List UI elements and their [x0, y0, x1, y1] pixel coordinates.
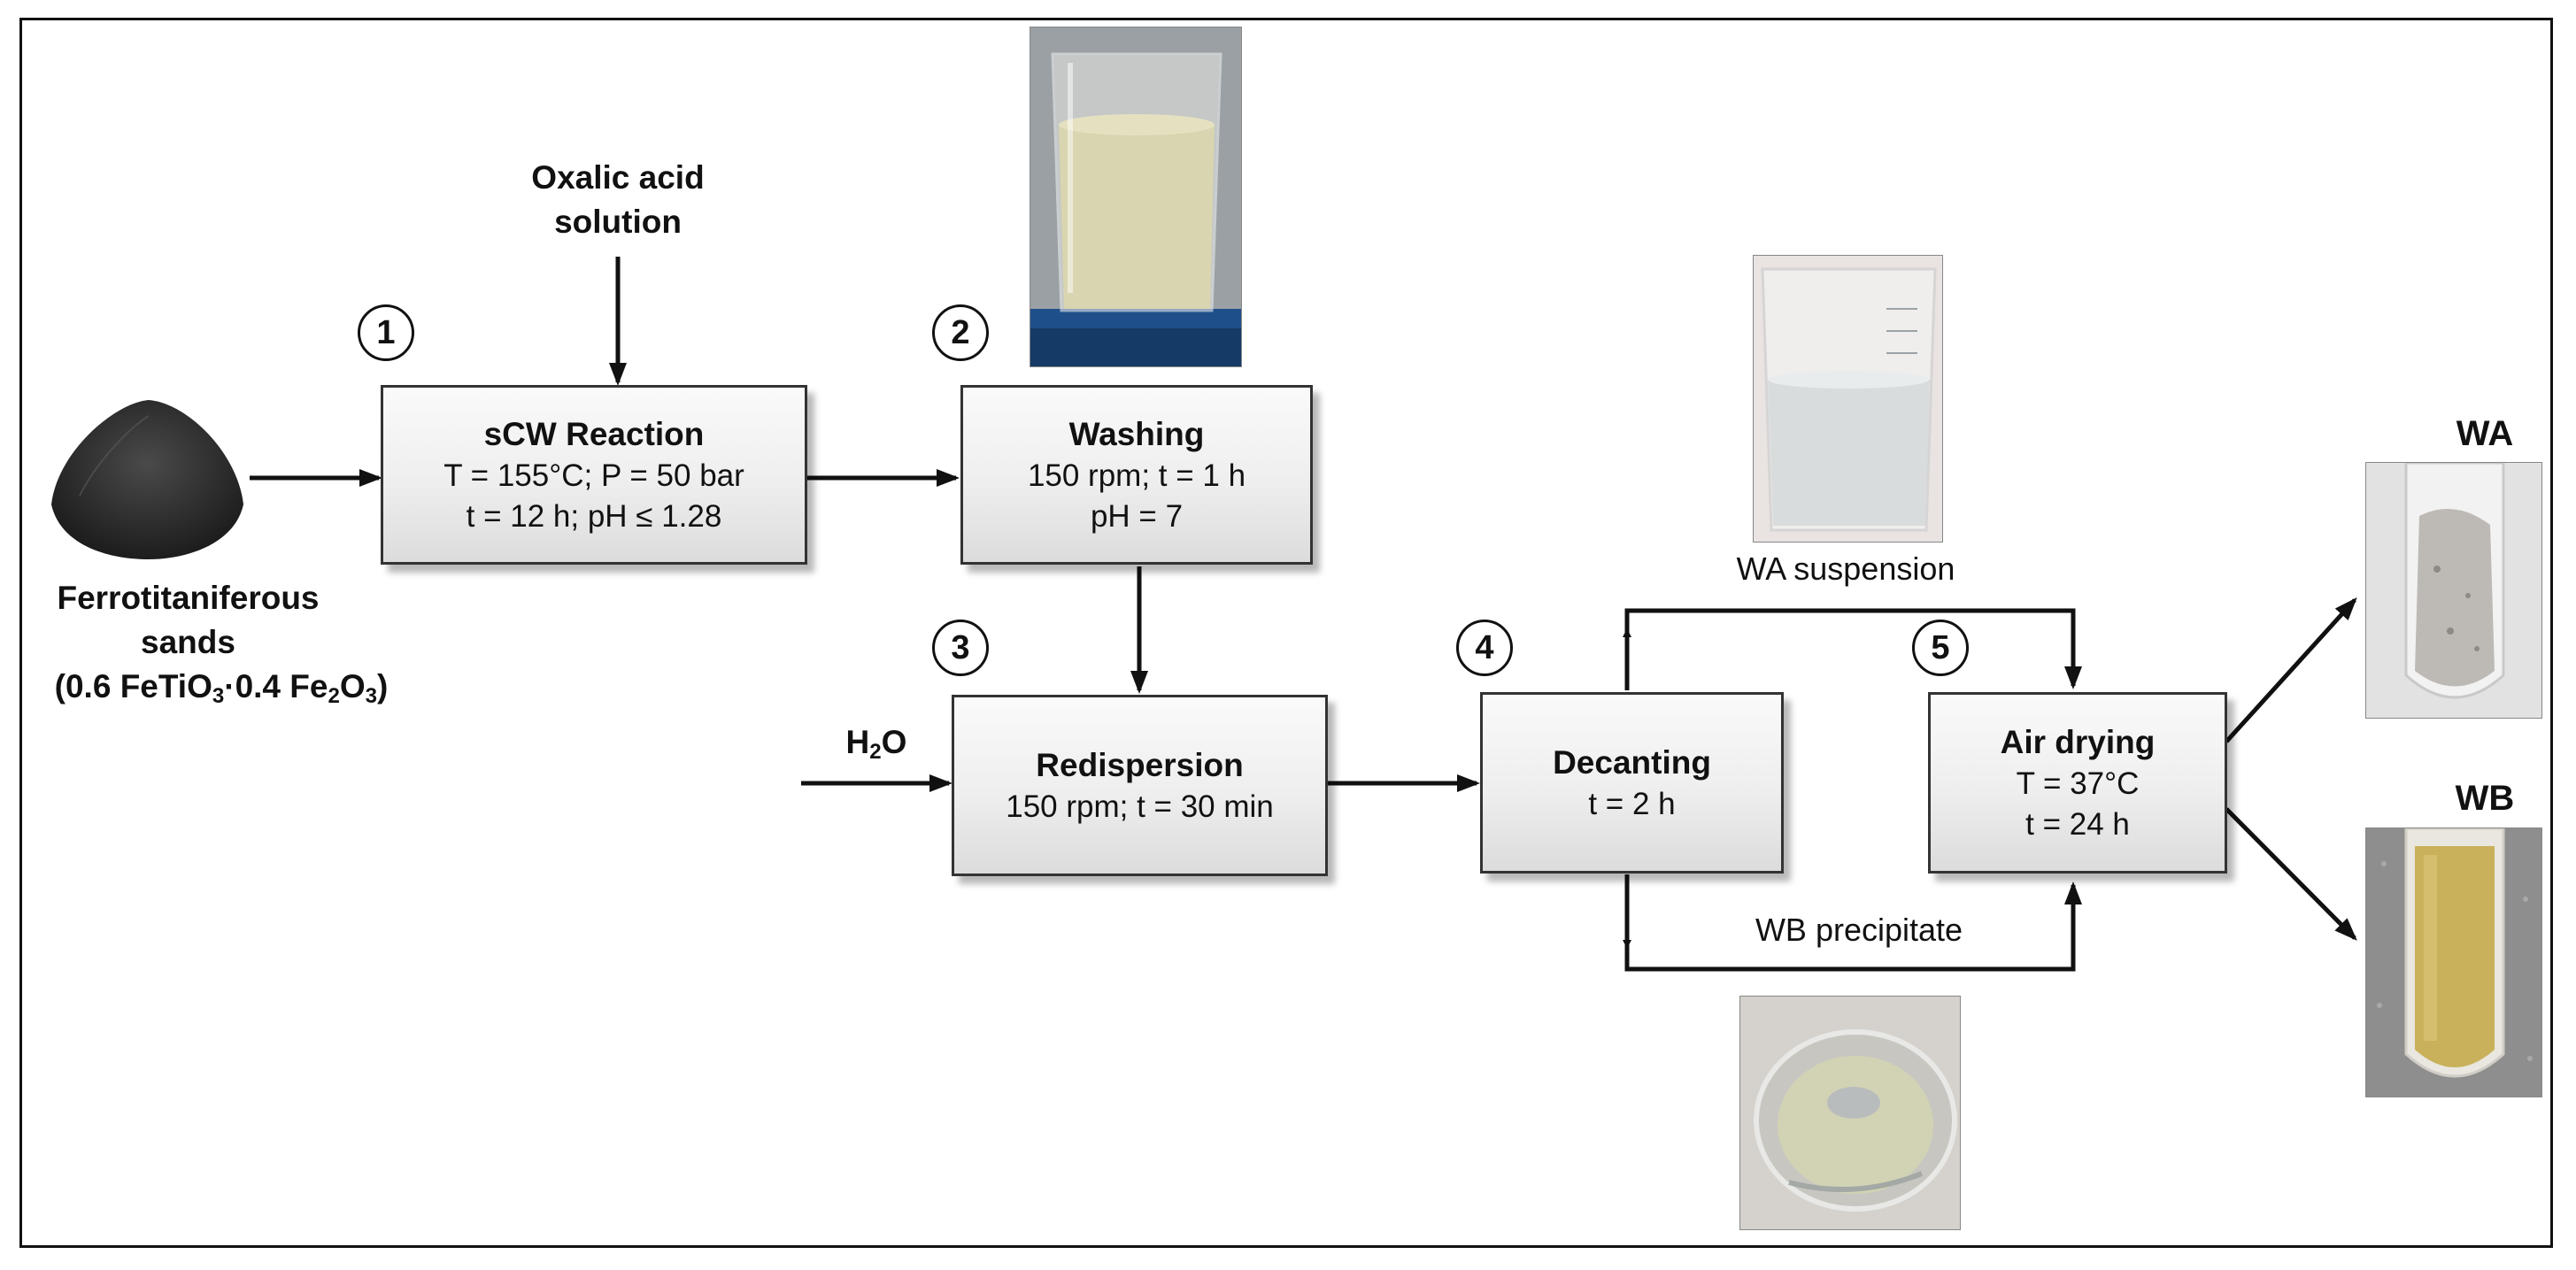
decanting-title: Decanting: [1553, 743, 1711, 781]
oxalic-acid-label-line1: Oxalic acid: [531, 159, 705, 196]
sands-pile-image: [51, 400, 243, 559]
step-number-2: 2: [932, 304, 989, 361]
oxalic-acid-label-line2: solution: [554, 204, 682, 240]
product-wa-tube-photo: [2365, 462, 2542, 719]
box-washing: Washing 150 rpm; t = 1 h pH = 7: [960, 385, 1313, 565]
diagram-frame: [19, 18, 2553, 1248]
air-drying-line1: T = 37°C: [2016, 766, 2140, 802]
step-number-3: 3: [932, 620, 989, 676]
box-decanting: Decanting t = 2 h: [1480, 692, 1784, 874]
box-air-drying: Air drying T = 37°C t = 24 h: [1928, 692, 2227, 874]
air-drying-line2: t = 24 h: [2025, 806, 2130, 842]
washing-title: Washing: [1068, 415, 1205, 452]
wb-precipitate-label: WB precipitate: [1755, 912, 1963, 948]
redispersion-line1: 150 rpm; t = 30 min: [1006, 789, 1274, 824]
wa-suspension-beaker-photo: [1753, 255, 1943, 543]
arrow-wa-suspension: [1624, 608, 2082, 690]
wa-suspension-label: WA suspension: [1736, 550, 1955, 587]
box-scw-reaction: sCW Reaction T = 155°C; P = 50 bar t = 1…: [381, 385, 807, 565]
sands-label-line2: sands: [141, 624, 235, 660]
wb-precipitate-photo: [1739, 996, 1961, 1230]
sands-label-line1: Ferrotitaniferous: [57, 580, 320, 616]
product-wb-label: WB: [2455, 779, 2515, 818]
step-number-1: 1: [358, 304, 414, 361]
step-number-4: 4: [1456, 620, 1513, 676]
scw-reaction-line1: T = 155°C; P = 50 bar: [443, 458, 744, 494]
washing-line1: 150 rpm; t = 1 h: [1027, 458, 1246, 494]
sands-formula: (0.6 FeTiO3·0.4 Fe2O3): [54, 668, 389, 708]
arrow-drying-to-wb: [2225, 807, 2357, 941]
product-wa-label: WA: [2456, 414, 2514, 453]
air-drying-title: Air drying: [2000, 723, 2156, 760]
box-redispersion: Redispersion 150 rpm; t = 30 min: [952, 695, 1328, 876]
step-number-5: 5: [1912, 620, 1969, 676]
arrow-drying-to-wa: [2225, 597, 2357, 743]
redispersion-title: Redispersion: [1036, 746, 1244, 783]
washing-line2: pH = 7: [1090, 498, 1184, 534]
water-label: H2O: [845, 724, 907, 764]
washing-beaker-photo: [1030, 27, 1242, 367]
scw-reaction-title: sCW Reaction: [483, 415, 705, 452]
decanting-line1: t = 2 h: [1588, 786, 1676, 821]
scw-reaction-line2: t = 12 h; pH ≤ 1.28: [466, 498, 722, 534]
product-wb-tube-photo: [2365, 827, 2542, 1097]
